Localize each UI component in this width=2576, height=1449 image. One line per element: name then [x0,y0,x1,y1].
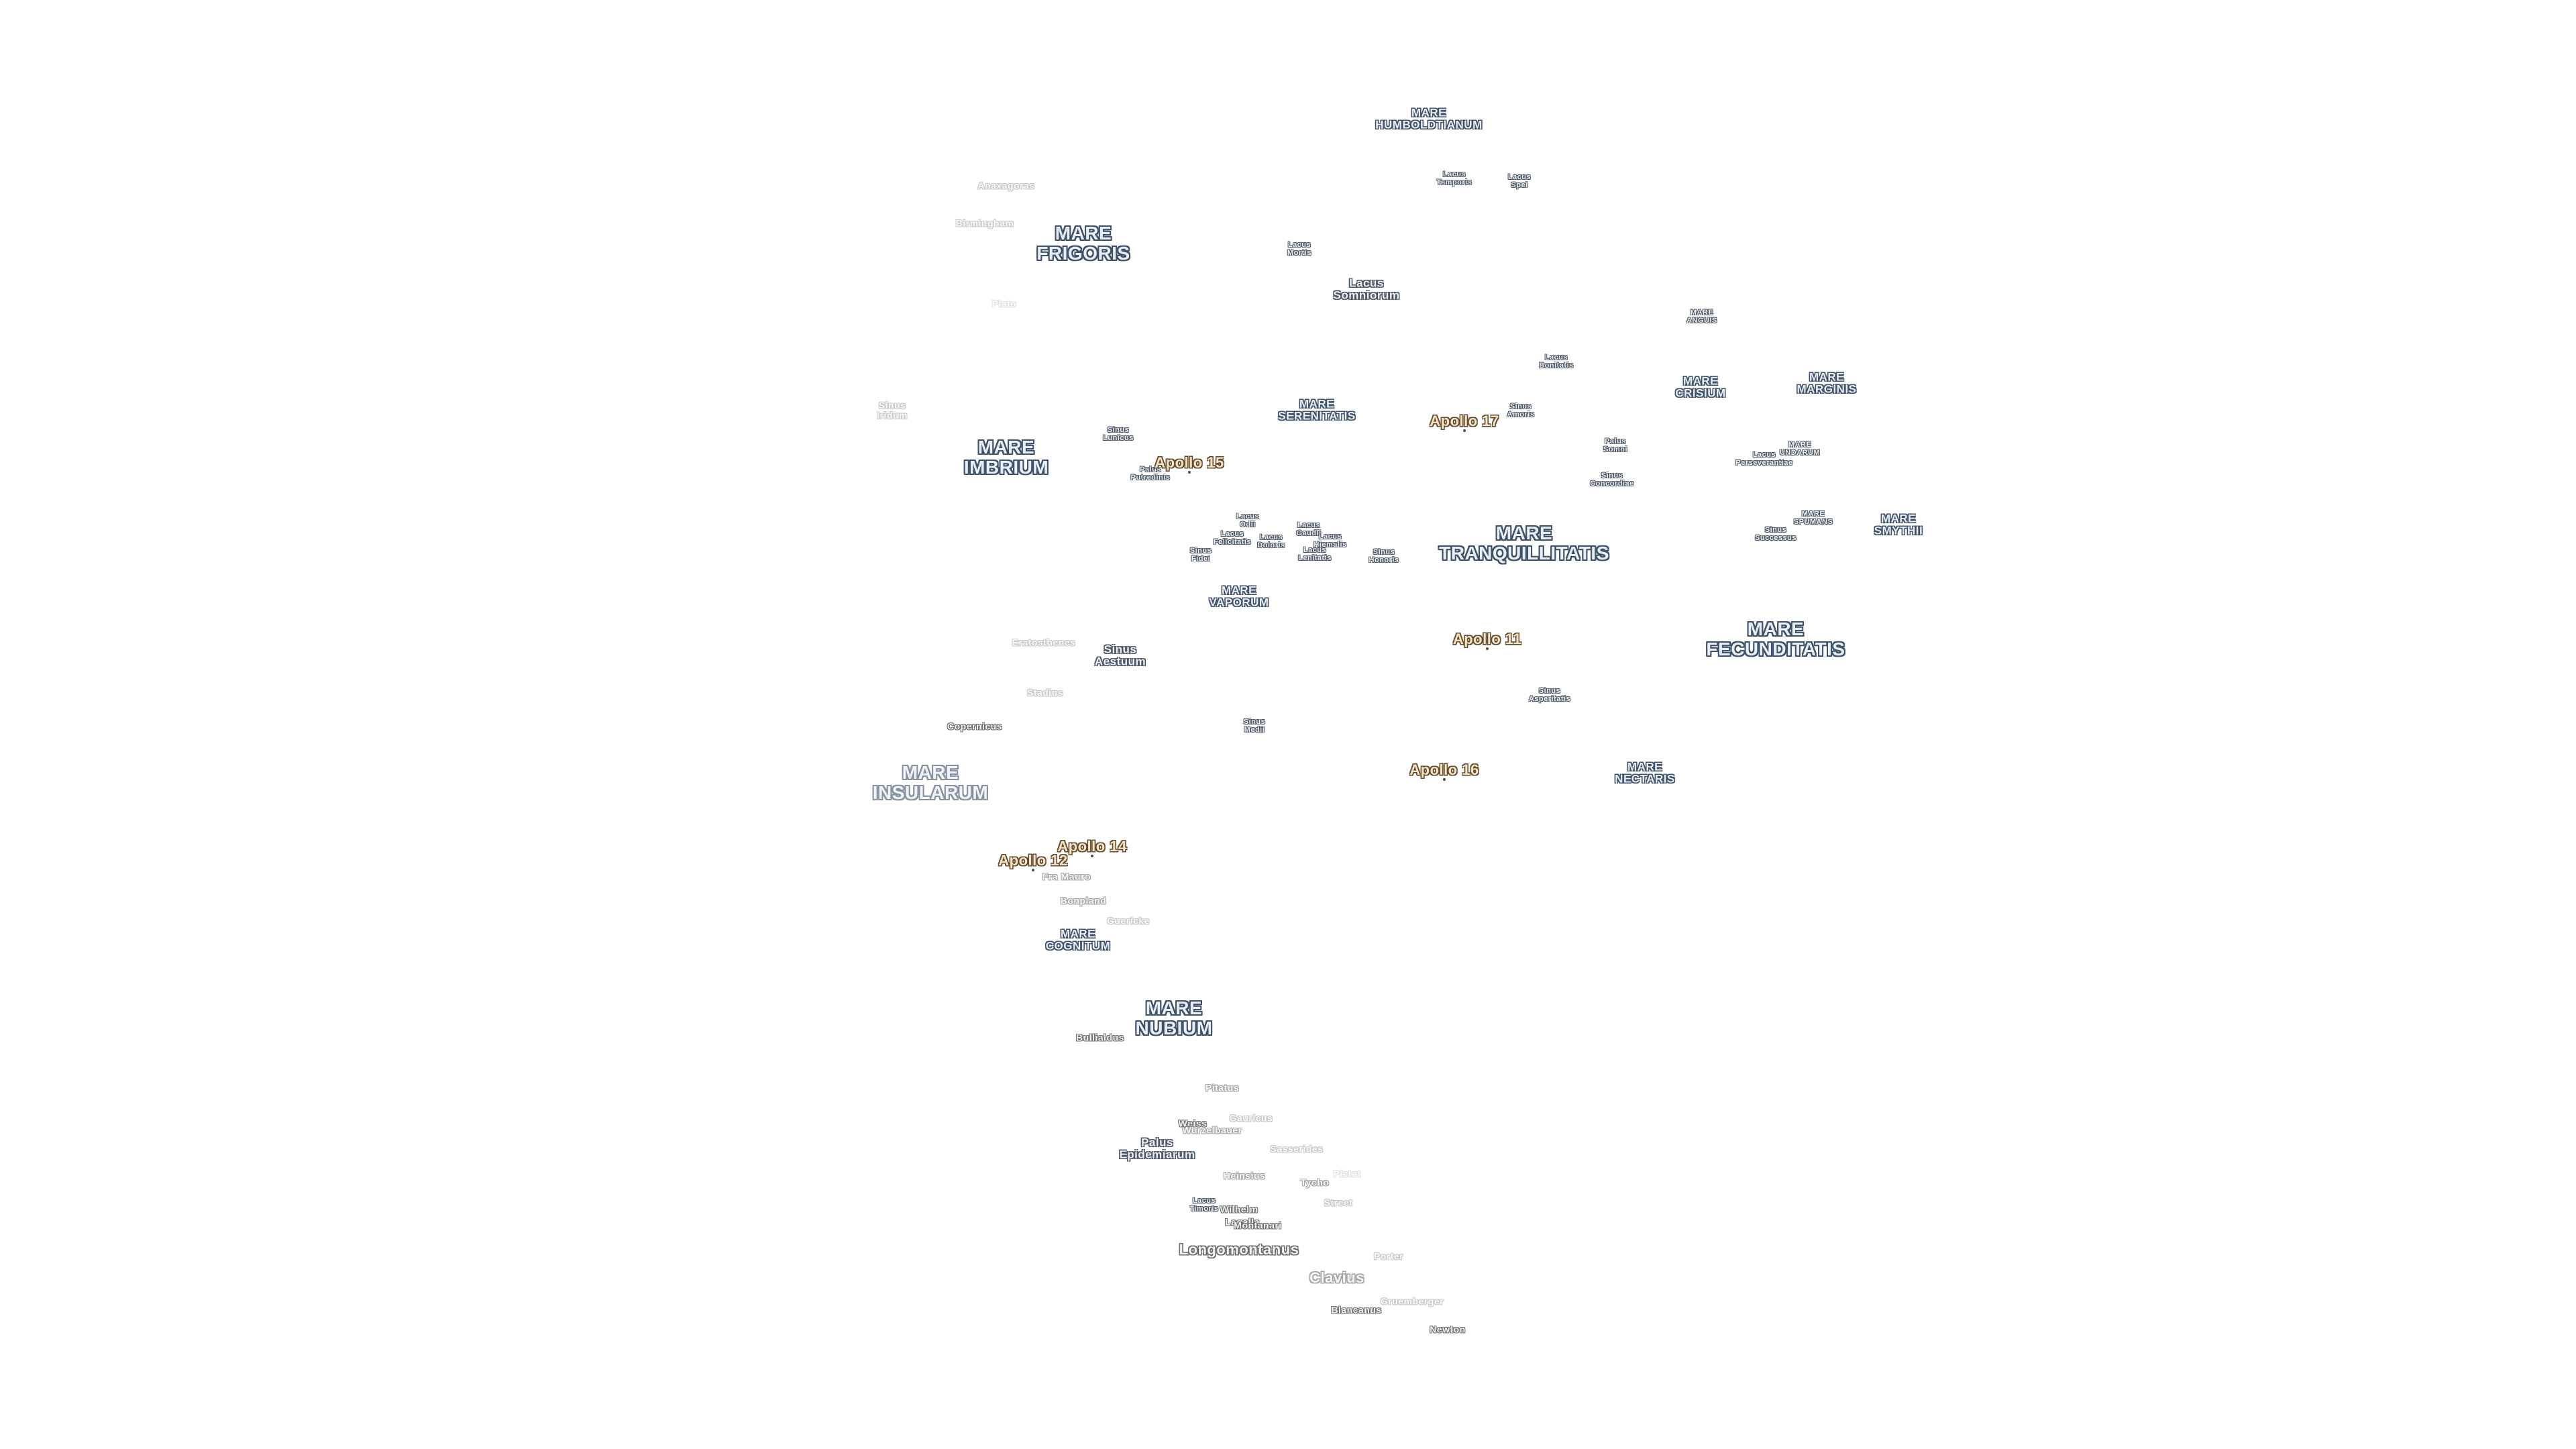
label-guericke: Guericke [1107,915,1150,926]
label-mare-crisium: MARE CRISIUM [1675,374,1726,400]
label-wilhelm: Wilhelm [1220,1203,1258,1215]
label-pictet: Pictet [1333,1168,1361,1179]
label-sinus-lunicus: Sinus Lunicus [1103,426,1134,442]
label-clavius: Clavius [1309,1269,1364,1287]
label-sinus-fidei: Sinus Fidei [1189,547,1212,563]
label-mare-imbrium: MARE IMBRIUM [963,436,1049,478]
label-wurzelbauer: Wurzelbauer [1182,1124,1242,1136]
landing-site-marker-apollo-11[interactable] [1486,647,1489,650]
label-bullialdus: Bullialdus [1076,1032,1124,1043]
label-sinus-honoris: Sinus Honoris [1368,548,1399,564]
label-lacus-doloris: Lacus Doloris [1257,533,1285,549]
label-sinus-medii: Sinus Medii [1243,718,1266,734]
label-lacus-temporis: Lacus Temporis [1436,170,1472,186]
label-mare-serenitatis: MARE SERENITATIS [1278,397,1356,423]
label-plato: Plato [991,298,1017,309]
label-longomontanus: Longomontanus [1179,1241,1299,1258]
label-lacus-somniorum: Lacus Somniorum [1333,276,1400,302]
label-mare-fecunditatis: MARE FECUNDITATIS [1706,618,1845,659]
label-mare-marginis: MARE MARGINIS [1796,370,1857,396]
label-bonpland: Bonpland [1060,895,1107,906]
label-mare-cognitum: MARE COGNITUM [1045,927,1111,953]
label-street: Street [1324,1197,1353,1208]
label-fra-mauro: Fra Mauro [1042,871,1091,882]
label-palus-putredinis: Palus Putredinis [1130,466,1171,482]
label-mare-humboldtianum: MARE HUMBOLDTIANUM [1375,106,1483,131]
landing-site-marker-apollo-12[interactable] [1032,869,1034,871]
label-sasserides: Sasserides [1270,1143,1324,1155]
label-lacus-odii: Lacus Odii [1236,513,1260,529]
label-birmingham: Birmingham [955,217,1014,229]
label-sinus-asperitatis: Sinus Asperitatis [1528,687,1571,703]
label-mare-anguis: MARE ANGUIS [1686,309,1717,325]
landing-site-marker-apollo-17[interactable] [1463,429,1466,432]
label-lacus-spei: Lacus Spei [1507,173,1532,189]
site-label-apollo-16[interactable]: Apollo 16 [1409,761,1479,779]
label-pitatus: Pitatus [1205,1082,1240,1093]
label-mare-spumans: MARE SPUMANS [1793,510,1833,526]
site-label-apollo-17[interactable]: Apollo 17 [1430,413,1499,430]
site-label-apollo-11[interactable]: Apollo 11 [1452,631,1522,648]
label-mare-nectaris: MARE NECTARIS [1615,760,1675,786]
label-mare-nubium: MARE NUBIUM [1135,997,1213,1038]
label-tycho: Tycho [1300,1177,1330,1188]
landing-site-marker-apollo-16[interactable] [1443,778,1446,781]
label-newton: Newton [1430,1324,1466,1335]
label-lacus-timoris: Lacus Timoris [1189,1197,1219,1213]
label-blancanus: Blancanus [1331,1304,1382,1316]
label-mare-insularum: MARE INSULARUM [872,761,989,803]
label-gruemberger: Gruemberger [1380,1295,1444,1307]
label-lacus-lenitatis: Lacus Lenitatis [1298,546,1332,562]
label-lagalla: Lagalla [1225,1216,1260,1228]
label-sinus-amoris: Sinus Amoris [1507,402,1535,419]
label-sinus-aestuum: Sinus Aestuum [1094,643,1146,668]
label-lacus-mortis: Lacus Mortis [1287,241,1311,257]
label-lacus-gaudii: Lacus Gaudii [1296,521,1322,537]
label-mare-smythii: MARE SMYTHII [1874,512,1923,537]
label-mare-undarum: MARE UNDARUM [1779,441,1821,457]
label-gauricus: Gauricus [1229,1112,1273,1124]
label-sinus-iridum: Sinus Iridum [877,399,908,421]
label-sinus-successus: Sinus Successus [1755,526,1796,542]
label-stadius: Stadius [1026,687,1064,698]
label-lacus-bonitatis: Lacus Bonitatis [1539,354,1574,370]
label-palus-somni: Palus Somni [1603,437,1628,453]
label-sinus-concordiae: Sinus Concordiae [1590,472,1634,488]
label-mare-tranquillitatis: MARE TRANQUILLITATIS [1439,522,1609,564]
label-mare-vaporum: MARE VAPORUM [1209,584,1269,609]
label-lacus-felicitatis: Lacus Felicitatis [1213,530,1252,546]
label-heinsius: Heinsius [1223,1170,1266,1181]
label-porter: Porter [1373,1250,1404,1262]
label-anaxagoras: Anaxagoras [977,180,1035,191]
label-eratosthenes: Eratosthenes [1012,637,1076,648]
label-mare-frigoris: MARE FRIGORIS [1036,222,1130,264]
label-lacus-hiemalis: Lacus Hiemalis [1313,533,1347,549]
landing-site-marker-apollo-14[interactable] [1091,855,1093,857]
label-palus-epidemiarum: Palus Epidemiarum [1119,1136,1195,1161]
label-montanari: Montanari [1234,1220,1282,1231]
label-weiss: Weiss [1178,1118,1208,1129]
site-label-apollo-14[interactable]: Apollo 14 [1057,838,1127,855]
label-lacus-perseverantiae: Lacus Perseverantiae [1735,451,1793,467]
label-copernicus: Copernicus [947,720,1003,732]
site-label-apollo-12[interactable]: Apollo 12 [998,852,1068,869]
landing-site-marker-apollo-15[interactable] [1188,471,1191,474]
site-label-apollo-15[interactable]: Apollo 15 [1155,454,1224,472]
